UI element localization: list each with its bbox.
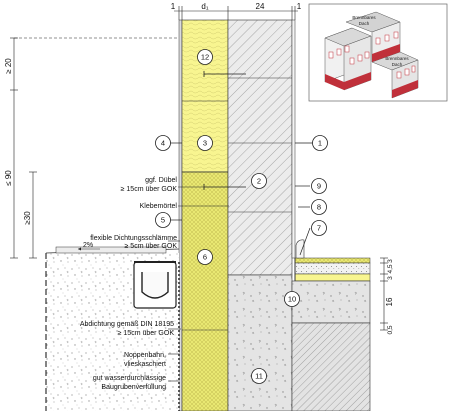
callout-7: 7	[311, 220, 327, 236]
inset-label-1b: Dach	[359, 21, 370, 26]
left-dimension-lines	[10, 37, 178, 259]
svg-text:1: 1	[318, 139, 322, 148]
masonry-wall	[227, 19, 293, 276]
callout-1: 1	[312, 135, 328, 151]
outer-render	[178, 19, 183, 411]
dim-span: ≤ 90	[4, 170, 13, 186]
inner-plaster	[291, 19, 296, 259]
dim-right-e: 0,5	[387, 325, 394, 334]
top-dimension-line	[174, 6, 298, 20]
dim-right-b: 4,5	[387, 264, 394, 273]
svg-text:6: 6	[203, 253, 207, 262]
callout-5: 5	[155, 212, 171, 228]
label-abdichtung-2: ≥ 15cm über GOK	[118, 330, 175, 337]
svg-text:11: 11	[255, 372, 263, 381]
svg-text:10: 10	[288, 295, 296, 304]
callout-12: 12	[197, 49, 213, 65]
label-duebel-2: ≥ 15cm über GOK	[121, 186, 178, 193]
dim-top-1b: 1	[297, 2, 302, 11]
dim-top-d1: d₁	[201, 2, 208, 11]
svg-text:8: 8	[317, 203, 321, 212]
inset-label-2a: Brennbares	[385, 56, 409, 61]
inset-panel: Brennbares Dach Brennbares Dach	[308, 3, 448, 102]
callout-2: 2	[251, 173, 267, 189]
callout-11: 11	[251, 368, 267, 384]
insulation-joints	[182, 100, 228, 331]
callout-6: 6	[197, 249, 213, 265]
drainage-channel	[133, 261, 177, 309]
callout-4: 4	[155, 135, 171, 151]
svg-text:7: 7	[317, 224, 321, 233]
label-noppen-2: vlieskaschiert	[124, 361, 166, 368]
dowels	[203, 71, 246, 190]
basement-wall	[227, 274, 293, 411]
dim-right-d: 16	[385, 297, 394, 306]
svg-text:9: 9	[317, 182, 321, 191]
floor-slab	[291, 280, 371, 324]
callout-3: 3	[197, 135, 213, 151]
right-dimension-line	[380, 257, 388, 331]
paving	[55, 246, 167, 254]
label-duebel-1: ggf. Dübel	[145, 177, 177, 184]
svg-text:2: 2	[257, 177, 261, 186]
svg-text:3: 3	[203, 139, 207, 148]
dim-upper: ≥ 20	[4, 58, 13, 74]
dim-right-c: 3	[387, 276, 394, 280]
dim-top-1: 1	[171, 2, 176, 11]
label-verfuell-2: Baugrubenverfüllung	[101, 384, 166, 391]
svg-text:5: 5	[161, 216, 165, 225]
svg-text:4: 4	[161, 139, 165, 148]
inset-label-2b: Dach	[392, 62, 403, 67]
floor-screed-top	[294, 257, 371, 264]
edge-strip	[295, 239, 305, 259]
label-gefaelle: 2%	[83, 242, 93, 249]
dim-top-24: 24	[256, 2, 265, 11]
masonry-joints	[228, 77, 292, 213]
dim-lower: ≥30	[23, 211, 32, 225]
callout-10: 10	[284, 291, 300, 307]
label-noppen-1: Noppenbahn,	[124, 352, 166, 359]
dim-right-a: 3	[387, 259, 394, 263]
label-schlaemme-2: ≥ 5cm über GOK	[125, 243, 178, 250]
inset-label-1a: Brennbares	[352, 15, 376, 20]
label-verfuell-1: gut wasserdurchlässige	[93, 375, 166, 382]
label-abdichtung-1: Abdichtung gemäß DIN 18195	[80, 321, 174, 328]
basement-wall-inner	[291, 322, 371, 411]
floor-insulation	[294, 273, 371, 282]
callout-leaders	[170, 142, 313, 256]
callout-8: 8	[311, 199, 327, 215]
floor-screed	[294, 262, 371, 275]
label-leaders	[168, 186, 229, 382]
perimeter-insulation	[181, 171, 229, 411]
svg-text:12: 12	[201, 53, 209, 62]
label-schlaemme-1: flexible Dichtungsschlämme	[90, 235, 177, 242]
label-klebe: Klebemörtel	[140, 203, 178, 210]
callout-9: 9	[311, 178, 327, 194]
